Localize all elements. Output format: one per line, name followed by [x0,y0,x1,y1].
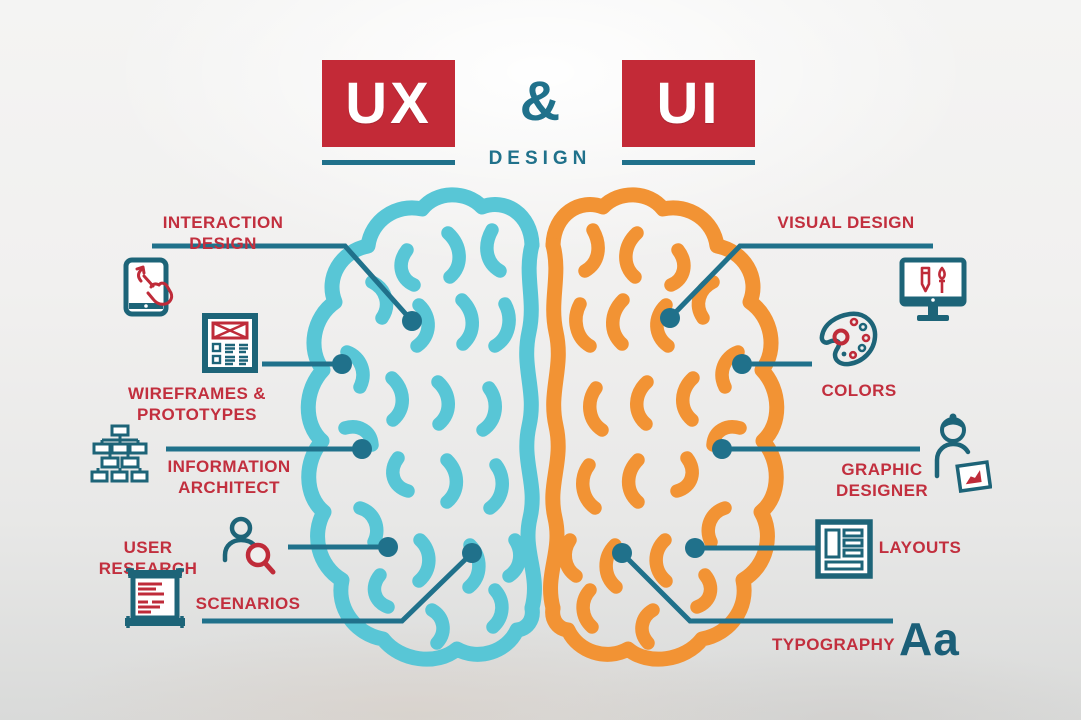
aa-letters-glyph: Aa [899,613,960,665]
brain-left-hemisphere [308,195,534,659]
connector-scenarios [202,551,474,624]
label-visual-design: VISUAL DESIGN [777,213,915,232]
ampersand-text: & [519,69,561,132]
label-scenarios: SCENARIOS [195,594,301,613]
tablet-touch-icon [123,257,174,317]
palette-icon [819,311,878,367]
ui-underline [622,160,755,165]
label-layouts: LAYOUTS [878,538,962,557]
designer-person-icon [934,413,992,493]
wireframe-page-icon [202,313,258,373]
ux-title-box: UX [322,60,455,147]
connector-typography [620,551,893,624]
connector-dot [462,543,482,563]
user-magnifier-icon [222,516,276,575]
connector-dot [612,543,632,563]
ui-title-box: UI [622,60,755,147]
connector-dot [352,439,372,459]
ux-underline [322,160,455,165]
label-wireframes-prototypes: WIREFRAMES & PROTOTYPES [128,384,266,425]
label-information-architect: INFORMATION ARCHITECT [167,457,291,498]
sitemap-icon [90,424,149,483]
label-graphic-designer: GRAPHIC DESIGNER [836,460,928,501]
label-interaction-design: INTERACTION DESIGN [162,213,284,254]
scroll-document-icon [125,568,185,628]
brain-right-hemisphere [551,195,777,659]
connector-dot [685,538,705,558]
connector-dot [378,537,398,557]
connector-dot [332,354,352,374]
label-colors: COLORS [821,381,897,400]
monitor-design-tools-icon [899,257,967,321]
connector-visual-design [668,243,933,320]
design-subtitle: DESIGN [488,148,592,169]
connector-dots [332,308,752,563]
connector-dot [712,439,732,459]
connector-dot [732,354,752,374]
connector-lines [152,243,933,624]
connector-dot [402,311,422,331]
label-typography: TYPOGRAPHY [772,635,896,654]
connector-dot [660,308,680,328]
layout-grid-icon [815,519,873,579]
connector-interaction-design [152,243,414,323]
